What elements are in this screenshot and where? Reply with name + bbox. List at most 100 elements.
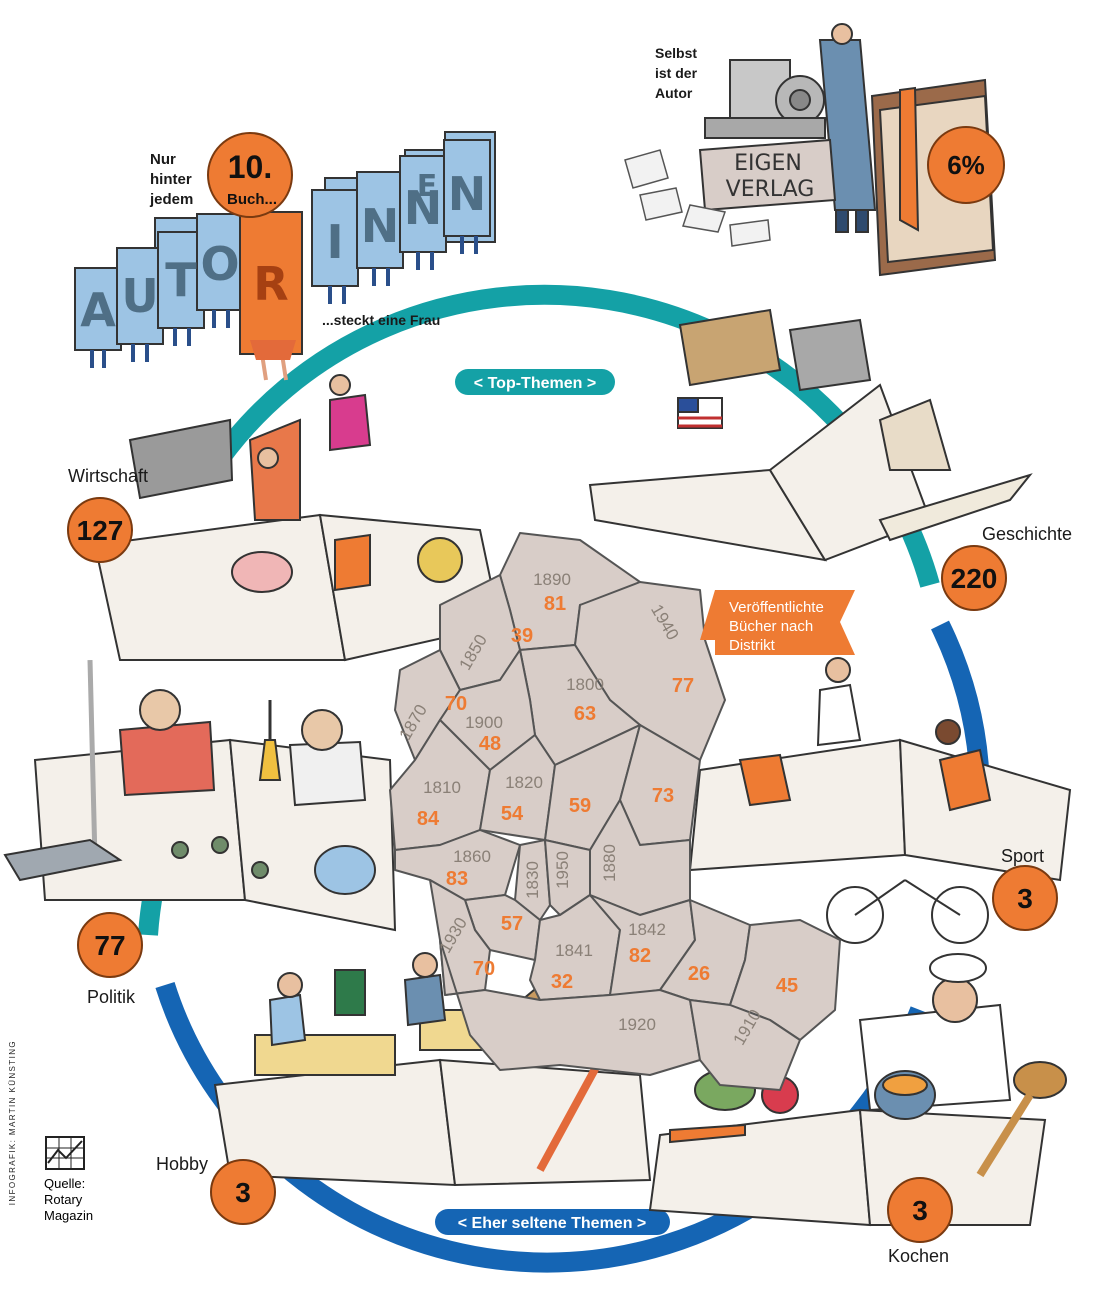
self-line-1: Selbst — [655, 45, 697, 61]
category-value-circle — [992, 865, 1058, 931]
chart-icon — [45, 1136, 85, 1170]
district-value: 54 — [501, 803, 524, 825]
book-sport — [688, 657, 1072, 944]
self-publish-value: 6% — [947, 150, 985, 180]
district-value: 26 — [688, 963, 710, 985]
book-geschichte — [588, 308, 1033, 562]
rank-value: 10. — [228, 149, 272, 185]
district-id: 1880 — [600, 844, 619, 882]
map-flag — [700, 590, 855, 655]
category-name: Hobby — [156, 1154, 208, 1174]
flag-line-3: Distrikt — [729, 637, 776, 654]
district-value: 82 — [629, 945, 651, 967]
district-value: 84 — [417, 808, 440, 830]
district-id: 1820 — [505, 773, 543, 792]
autorinnen-letters: A U T O R I N N E N — [80, 167, 486, 337]
category-value-circle — [887, 1177, 953, 1243]
verlag-label: VERLAG — [726, 177, 815, 202]
category-value: 3 — [912, 1195, 928, 1226]
intro-suffix: ...steckt eine Frau — [322, 312, 440, 328]
category-value: 3 — [235, 1177, 251, 1208]
category-value-circle — [67, 497, 133, 563]
district-id: 1950 — [553, 851, 572, 889]
category-name: Sport — [1001, 846, 1044, 866]
category-name: Kochen — [888, 1246, 949, 1266]
category-value: 77 — [94, 930, 125, 961]
intro-line-2: hinter — [150, 171, 192, 188]
category-value: 220 — [951, 563, 998, 594]
woman-skirt — [250, 340, 296, 360]
intro-line-1: Nur — [150, 151, 176, 168]
letter-t: T — [165, 253, 197, 307]
credit-line: INFOGRAFIK: MARTIN KÜNSTING — [8, 1040, 17, 1206]
category-value-circle — [210, 1159, 276, 1225]
district-value: 77 — [672, 675, 694, 697]
district-value: 63 — [574, 703, 596, 725]
letter-a: A — [80, 283, 116, 337]
district-map — [389, 532, 841, 1091]
letter-n2: N — [404, 181, 443, 235]
book-legs — [90, 236, 478, 368]
source-note: Quelle: Rotary Magazin — [44, 1176, 93, 1224]
rank-buch: Buch... — [227, 191, 277, 208]
district-id: 1920 — [618, 1015, 656, 1034]
source-line-3: Magazin — [44, 1208, 94, 1223]
district-value: 48 — [479, 733, 501, 755]
district-value: 70 — [445, 693, 467, 715]
district-value: 83 — [446, 868, 468, 890]
autorinnen-books — [74, 131, 496, 355]
book-politik — [3, 659, 397, 932]
source-line-1: Quelle: — [44, 1176, 86, 1191]
eigen-label: EIGEN — [734, 151, 802, 176]
district-value: 59 — [569, 795, 591, 817]
category-value-circle — [77, 912, 143, 978]
district-id: 1800 — [566, 675, 604, 694]
category-value: 3 — [1017, 883, 1033, 914]
self-publish-circle — [927, 126, 1005, 204]
letter-n3: N — [448, 167, 487, 221]
intro-line-3: jedem — [149, 191, 193, 208]
district-id: 1842 — [628, 920, 666, 939]
district-value: 70 — [473, 958, 495, 980]
flag-line-1: Veröffentlichte — [729, 599, 824, 616]
district-id: 1810 — [423, 778, 461, 797]
category-name: Wirtschaft — [68, 466, 148, 486]
eigen-verlag-box: EIGEN VERLAG — [698, 138, 837, 212]
top-themes-pill — [455, 369, 615, 395]
rank-circle — [207, 132, 293, 218]
category-value: 127 — [77, 515, 124, 546]
district-value: 39 — [511, 625, 533, 647]
flag-line-2: Bücher nach — [729, 618, 813, 635]
letter-u: U — [121, 269, 158, 323]
rare-themes-pill — [435, 1209, 670, 1235]
rare-themes-label: < Eher seltene Themen > — [458, 1215, 647, 1232]
printing-press — [704, 23, 877, 233]
source-line-2: Rotary — [44, 1192, 83, 1207]
self-line-2: ist der — [655, 65, 698, 81]
district-id: 1890 — [533, 570, 571, 589]
district-id: 1860 — [453, 847, 491, 866]
district-id: 1841 — [555, 941, 593, 960]
letter-i: I — [326, 215, 343, 269]
paper-sheets — [624, 149, 771, 247]
district-value: 81 — [544, 593, 566, 615]
district-id: 1830 — [523, 861, 542, 899]
category-value-circle — [941, 545, 1007, 611]
letter-n1: N — [361, 199, 400, 253]
category-name: Politik — [87, 987, 136, 1007]
district-value: 45 — [776, 975, 798, 997]
category-name: Geschichte — [982, 524, 1072, 544]
letter-o: O — [200, 237, 239, 291]
letter-e: E — [417, 169, 438, 204]
letter-r: R — [253, 257, 288, 311]
district-value: 73 — [652, 785, 674, 807]
district-value: 32 — [551, 971, 573, 993]
district-id: 1900 — [465, 713, 503, 732]
district-value: 57 — [501, 913, 523, 935]
self-line-3: Autor — [655, 85, 693, 101]
book-hobby — [213, 952, 652, 1187]
top-themes-label: < Top-Themen > — [474, 375, 596, 392]
